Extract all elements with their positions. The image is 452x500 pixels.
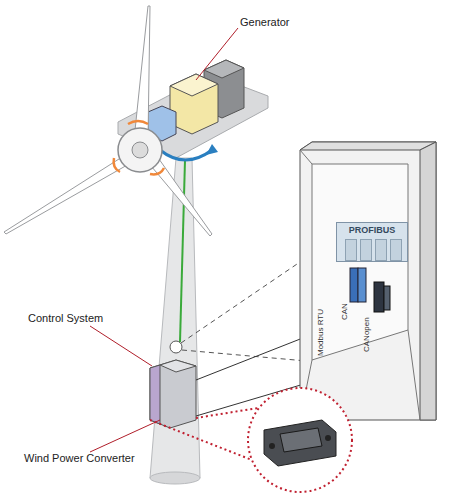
detail-circle (248, 388, 352, 492)
part-label: Wind Power Converter (24, 452, 135, 465)
yaw-arrow (160, 150, 212, 160)
detail-leader (150, 420, 252, 460)
screw (269, 443, 275, 449)
leader-line (90, 326, 152, 366)
tower-base (150, 472, 200, 484)
hub (118, 128, 162, 172)
module-text: PROFIBUS (337, 223, 407, 236)
pitch-arrow (150, 168, 164, 174)
bus-label: CAN (340, 303, 349, 320)
converter-box (150, 360, 196, 428)
leader-line (90, 420, 160, 452)
pitch-arrow (128, 121, 148, 124)
screw (325, 435, 331, 441)
cabinet-edge (300, 150, 312, 164)
module-canopen (384, 286, 390, 310)
db9-connector (264, 420, 336, 466)
blade (4, 152, 136, 234)
part-label: Control System (28, 312, 103, 325)
hub-center (132, 142, 148, 158)
module-slot (390, 239, 402, 261)
module-can (358, 268, 366, 302)
junction-point (170, 341, 182, 353)
module-box: PROFIBUS (336, 222, 408, 262)
projection-line (182, 350, 318, 362)
control-system-box (150, 365, 160, 424)
db9-shell (280, 428, 322, 452)
bus-label: Modbus RTU (316, 309, 325, 356)
yaw-arrowhead (206, 144, 218, 155)
module-slot (345, 239, 357, 261)
cabinet (300, 142, 436, 420)
signal-cable (180, 160, 185, 342)
leader-line (196, 28, 238, 80)
part-label: Generator (240, 16, 290, 29)
bus-label: CANopen (362, 317, 371, 352)
module-slot (375, 239, 387, 261)
module-canopen (374, 282, 384, 312)
pitch-arrow (114, 158, 120, 172)
module-can (350, 268, 358, 302)
cabinet-top (300, 142, 436, 150)
cabinet-side (420, 142, 436, 420)
cabinet-edge (408, 330, 420, 420)
module-slot (360, 239, 372, 261)
converter-top (160, 360, 196, 372)
projection-line (181, 262, 300, 343)
generator-top (170, 74, 218, 96)
cabinet-interior (312, 164, 408, 360)
generator-box (170, 74, 218, 134)
detail-leader (196, 408, 258, 418)
